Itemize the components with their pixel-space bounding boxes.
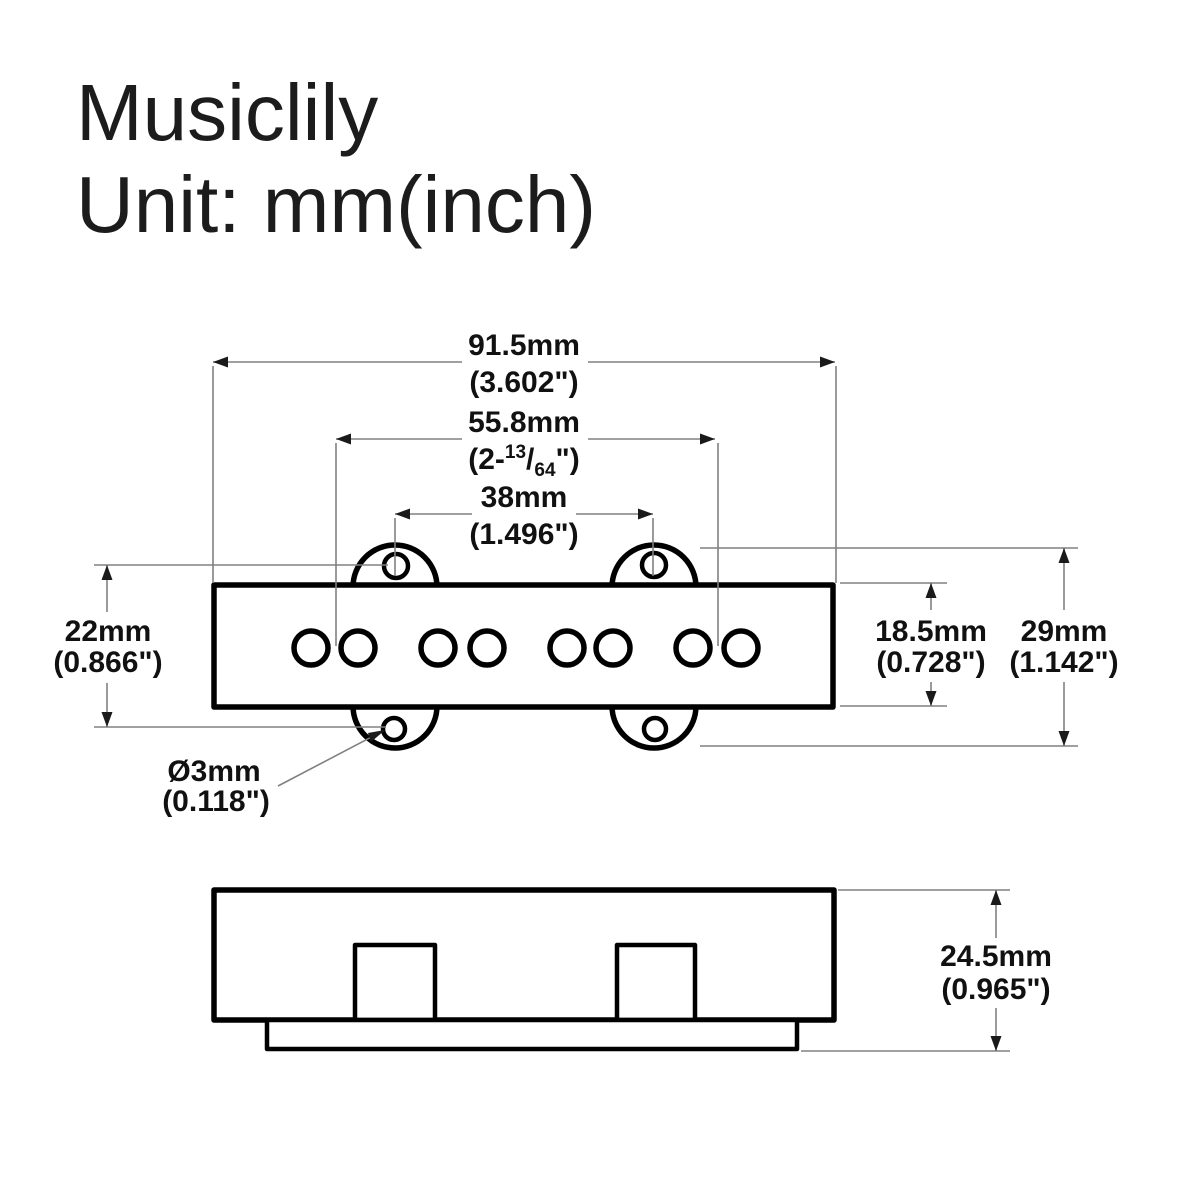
dim-width-body: 18.5mm (0.728"): [840, 582, 987, 707]
pole-pieces: [291, 628, 761, 668]
dim-label-mm: 22mm: [65, 615, 152, 648]
dim-height-total: 24.5mm (0.965"): [801, 889, 1052, 1052]
mounting-slot-left: [352, 942, 438, 1023]
dim-label-mm: 24.5mm: [940, 940, 1052, 973]
bottom-flange: [264, 1017, 800, 1052]
title-block: Musiclily Unit: mm(inch): [76, 68, 596, 249]
side-view-drawing: [211, 887, 837, 1052]
dim-pole-spacing: 38mm (1.496"): [394, 481, 654, 576]
pole-piece: [338, 628, 378, 668]
screw-hole-top-right: [639, 550, 669, 580]
pole-piece: [291, 628, 331, 668]
leader-line: [277, 730, 384, 787]
dim-label-inch: (1.142"): [1009, 646, 1118, 679]
mounting-slot-right: [614, 942, 698, 1023]
dim-label-mm: 18.5mm: [875, 615, 987, 648]
dim-width-total: 29mm (1.142"): [700, 547, 1119, 747]
dim-width-holes: 22mm (0.866"): [53, 564, 388, 728]
pole-piece: [593, 628, 633, 668]
pole-piece: [721, 628, 761, 668]
dim-label-inch: (0.118"): [162, 785, 270, 818]
dim-label-inch: (3.602"): [469, 366, 578, 399]
pole-piece: [673, 628, 713, 668]
screw-hole-bottom-left: [380, 715, 408, 743]
dim-label-mm: 55.8mm: [468, 406, 580, 439]
dim-label-inch-fraction: (2-13/64"): [468, 442, 580, 481]
brand-title: Musiclily: [76, 68, 378, 157]
pole-piece: [418, 628, 458, 668]
dim-label-mm: 38mm: [481, 481, 568, 514]
dim-label-inch: (0.728"): [876, 646, 985, 679]
pickup-cover-side: [211, 887, 837, 1023]
unit-title: Unit: mm(inch): [76, 160, 596, 249]
dim-label-inch: (1.496"): [469, 518, 578, 551]
dim-mount-length: 55.8mm (2-13/64"): [335, 406, 719, 646]
top-view-drawing: [211, 542, 836, 751]
dim-label-mm: 29mm: [1021, 615, 1108, 648]
pole-piece: [547, 628, 587, 668]
dim-label-inch: (0.965"): [941, 973, 1050, 1006]
screw-hole-bottom-right: [641, 715, 669, 743]
screw-hole-top-left: [381, 551, 411, 581]
dim-label-inch: (0.866"): [53, 646, 162, 679]
dim-label-mm: 91.5mm: [468, 329, 580, 362]
pole-piece: [467, 628, 507, 668]
dim-label-diameter: Ø3mm: [167, 755, 260, 788]
dim-screw-hole: Ø3mm (0.118"): [162, 730, 385, 818]
dim-total-length: 91.5mm (3.602"): [212, 329, 837, 583]
